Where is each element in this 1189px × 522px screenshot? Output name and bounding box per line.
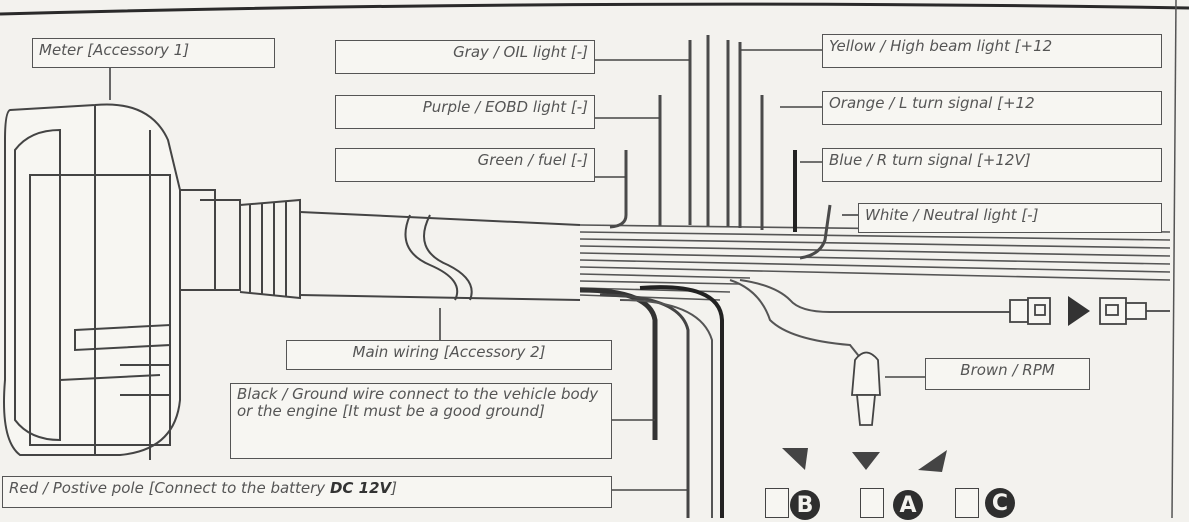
blue-r-turn-label: Blue / R turn signal [+12V] — [822, 148, 1162, 182]
gray-oil-label: Gray / OIL light [-] — [335, 40, 595, 74]
black-ground-label: Black / Ground wire connect to the vehic… — [230, 383, 612, 459]
green-fuel-label: Green / fuel [-] — [335, 148, 595, 182]
red-positive-text: Red / Postive pole [Connect to the batte… — [9, 479, 330, 497]
main-cable — [299, 211, 581, 301]
red-positive-close: ] — [391, 479, 397, 497]
leader-lines — [109, 49, 925, 491]
connector-b-box — [765, 488, 789, 518]
connector-c-box — [955, 488, 979, 518]
wire-branches-down — [579, 279, 1010, 518]
red-positive-voltage: DC 12V — [329, 479, 392, 497]
connector-c-badge: C — [985, 488, 1015, 518]
connector-b-badge: B — [790, 490, 820, 520]
orange-l-turn-label: Orange / L turn signal [+12 — [822, 91, 1162, 125]
purple-eobd-label: Purple / EOBD light [-] — [335, 95, 595, 129]
connector-a-badge: A — [893, 490, 923, 520]
arrow-icon — [1068, 296, 1090, 326]
yellow-high-beam-label: Yellow / High beam light [+12 — [822, 34, 1162, 68]
wire-branches-up — [609, 35, 832, 260]
pointer-arrows — [782, 448, 947, 472]
brown-rpm-label: Brown / RPM — [925, 358, 1090, 390]
main-wiring-label: Main wiring [Accessory 2] — [286, 340, 612, 370]
right-border-line — [1171, 0, 1177, 518]
white-neutral-label: White / Neutral light [-] — [858, 203, 1162, 233]
connector-a-box — [860, 488, 884, 518]
meter-label: Meter [Accessory 1] — [32, 38, 275, 68]
rpm-terminal — [851, 351, 881, 426]
plug-connector — [1009, 297, 1170, 325]
top-border-line — [0, 2, 1189, 16]
wire-bundle — [579, 224, 1171, 301]
meter-body — [3, 103, 301, 460]
red-positive-label: Red / Postive pole [Connect to the batte… — [2, 476, 612, 508]
